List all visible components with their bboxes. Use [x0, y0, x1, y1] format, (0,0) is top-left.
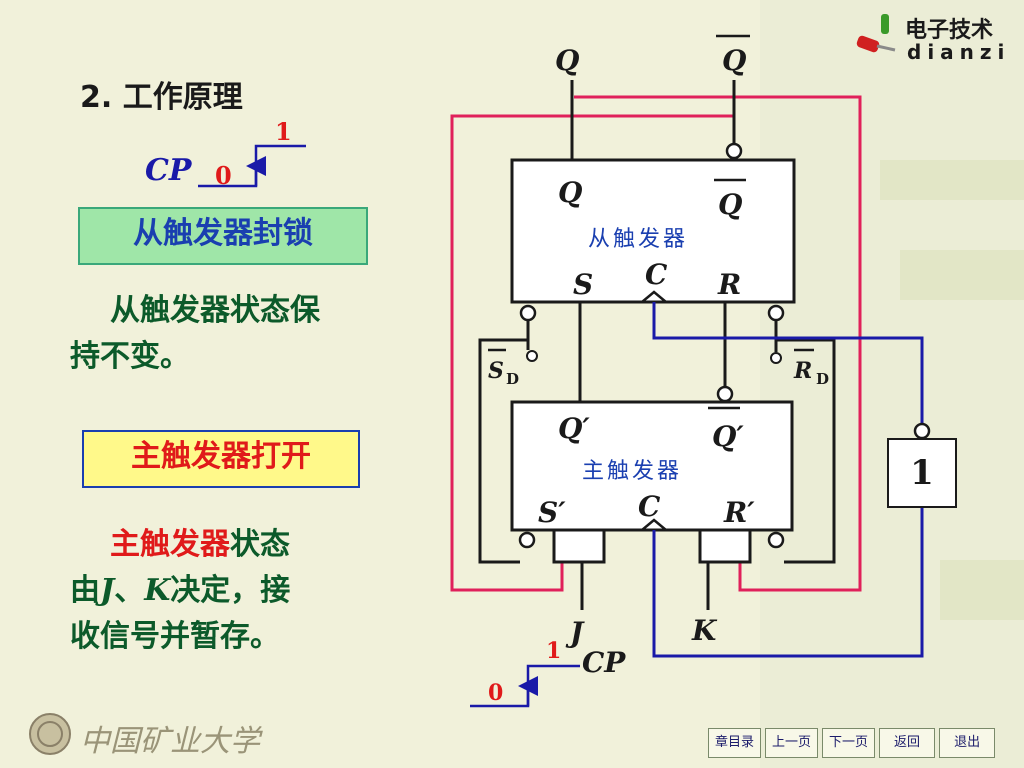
master-description-line3: 收信号并暂存。 — [70, 619, 280, 654]
slave-s-label: S — [573, 268, 593, 301]
background-stripe — [940, 560, 1024, 620]
slave-locked-label: 从触发器封锁 — [78, 207, 368, 265]
slave-r-label: R — [717, 268, 741, 301]
navigation-bar: 章目录 上一页 下一页 返回 退出 — [708, 728, 996, 758]
background-panel — [760, 0, 1024, 768]
rd-label: R — [793, 358, 812, 384]
slave-qbar-label: Q — [718, 188, 742, 221]
inverter-bubble — [913, 422, 931, 440]
j-input-label: J — [565, 616, 585, 649]
sd-terminal — [526, 350, 538, 362]
master-slave-wires — [578, 302, 727, 402]
clock-wires — [652, 302, 924, 658]
master-clock-notch — [641, 518, 667, 531]
master-flipflop-box — [510, 400, 794, 532]
jk-input-wires — [580, 562, 710, 610]
cp-waveform-bottom — [470, 664, 580, 708]
master-description-green: 状态 — [230, 527, 290, 562]
slave-description: 从触发器状态保 持不变。 — [70, 288, 400, 380]
master-qbar-label: Q′ — [712, 420, 744, 453]
output-wires — [570, 80, 736, 160]
red-feedback-wire — [450, 95, 862, 592]
q-output-label: Q — [555, 44, 579, 77]
university-name: 中国矿业大学 — [80, 724, 260, 759]
logo: 电子技术 dianzi — [855, 10, 1015, 65]
overbars — [488, 34, 814, 410]
plug-icon — [856, 14, 896, 53]
inverter-box: 1 — [887, 438, 957, 508]
qbar-inversion-bubble — [725, 142, 743, 160]
k-input-label: K — [691, 614, 718, 647]
logo-cn: 电子技术 — [905, 18, 994, 43]
slave-sd-bubble — [519, 304, 537, 322]
cp-waveform-left — [198, 144, 306, 188]
master-c-label: C — [638, 490, 661, 523]
master-flipflop-label: 主触发器 — [582, 459, 682, 484]
master-sd-bubble — [518, 531, 536, 549]
background-stripe — [900, 250, 1024, 300]
master-description-text: 由 — [70, 573, 100, 608]
chapter-menu-button[interactable]: 章目录 — [708, 728, 762, 758]
next-page-button[interactable]: 下一页 — [822, 728, 876, 758]
qbar-output-label: Q — [722, 44, 746, 77]
master-open-label: 主触发器打开 — [82, 430, 360, 488]
slave-rd-bubble — [767, 304, 785, 322]
cp-high-value: 1 — [275, 117, 292, 146]
page-title: 2. 工作原理 — [80, 80, 243, 115]
cp-low-value: 0 — [215, 161, 232, 190]
separator-text: 、 — [114, 573, 145, 608]
master-rd-bubble — [767, 531, 785, 549]
k-input-gate — [698, 528, 752, 564]
rd-subscript: D — [816, 370, 829, 388]
previous-page-button[interactable]: 上一页 — [765, 728, 819, 758]
master-description-red: 主触发器 — [110, 527, 230, 562]
cp-bottom-high: 1 — [546, 638, 561, 664]
slave-description-line2: 持不变。 — [70, 339, 190, 374]
slave-flipflop-label: 从触发器 — [588, 227, 688, 252]
cp-bottom-low: 0 — [488, 680, 503, 706]
return-button[interactable]: 返回 — [879, 728, 936, 758]
university-seal-icon — [29, 713, 71, 755]
slave-flipflop-box — [510, 158, 796, 304]
master-description: 主触发器状态 由J、K决定，接 收信号并暂存。 — [70, 522, 400, 660]
j-input-gate — [552, 528, 606, 564]
slave-clock-notch — [641, 290, 667, 303]
k-text: K — [144, 573, 171, 608]
sd-subscript: D — [506, 370, 519, 388]
cp-label: CP — [145, 153, 193, 188]
slave-c-label: C — [645, 258, 668, 291]
j-text: J — [100, 573, 115, 608]
slave-q-label: Q — [558, 176, 582, 209]
rd-terminal — [770, 352, 782, 364]
master-qbar-bubble — [716, 385, 734, 403]
master-q-label: Q′ — [558, 412, 590, 445]
logo-en: dianzi — [907, 40, 1011, 64]
background-stripe — [880, 160, 1024, 200]
master-description-text: 决定，接 — [170, 573, 291, 608]
cp-input-label: CP — [582, 646, 626, 679]
slave-description-line1: 从触发器状态保 — [110, 293, 320, 328]
exit-button[interactable]: 退出 — [939, 728, 996, 758]
sd-label: S — [488, 358, 504, 384]
master-s-label: S′ — [538, 496, 566, 529]
master-r-label: R′ — [723, 496, 755, 529]
